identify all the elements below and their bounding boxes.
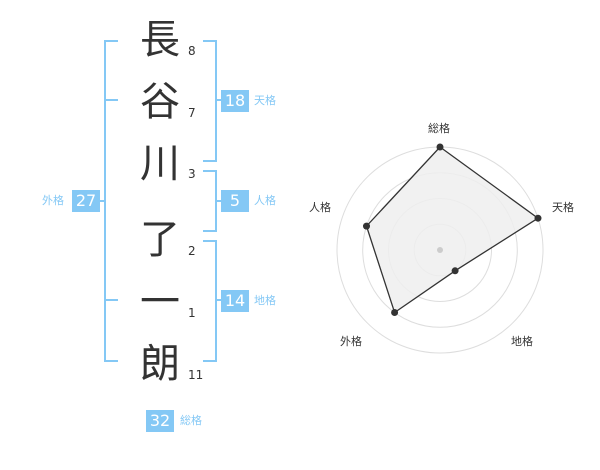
- stroke-count-2: 7: [188, 106, 196, 120]
- tenkaku-score: 18: [221, 90, 249, 112]
- radar-point-3: [451, 267, 459, 275]
- chikaku-connector: [217, 299, 221, 301]
- radar-axis-label-chikaku: 地格: [511, 335, 533, 348]
- name-char-1: 長: [140, 17, 180, 63]
- radar-axis-label-tenkaku: 天格: [552, 201, 574, 214]
- radar-axis-label-soukaku: 総格: [428, 122, 450, 135]
- gaikaku-connector: [99, 200, 106, 202]
- jinkaku-bracket: [203, 170, 217, 232]
- name-char-2: 谷: [140, 79, 180, 125]
- stroke-count-4: 2: [188, 244, 196, 258]
- tenkaku-connector: [217, 99, 221, 101]
- radar-point-4: [391, 309, 399, 316]
- gaikaku-score: 27: [72, 190, 100, 212]
- gaikaku-label: 外格: [42, 194, 64, 207]
- gaikaku-tick-bottom: [106, 299, 118, 301]
- name-char-4: 了: [140, 217, 180, 263]
- chikaku-label: 地格: [254, 294, 276, 307]
- soukaku-score: 32: [146, 410, 174, 432]
- stroke-count-6: 11: [188, 368, 204, 382]
- radar-polygon: [365, 146, 540, 314]
- name-char-5: 一: [140, 279, 180, 325]
- radar-point-1: [436, 143, 444, 151]
- radar-axis-label-gaikaku: 外格: [340, 335, 362, 348]
- soukaku-label: 総格: [180, 414, 202, 427]
- jinkaku-label: 人格: [254, 194, 276, 207]
- radar-center-dot: [437, 247, 443, 253]
- name-char-6: 朗: [140, 341, 180, 387]
- stroke-count-3: 3: [188, 167, 196, 181]
- tenkaku-bracket: [203, 40, 217, 162]
- radar-point-2: [534, 214, 542, 222]
- radar-points: [363, 143, 542, 316]
- stroke-count-1: 8: [188, 44, 196, 58]
- stroke-count-5: 1: [188, 306, 196, 320]
- jinkaku-score: 5: [221, 190, 249, 212]
- name-char-3: 川: [140, 141, 180, 187]
- gaikaku-tick-top: [106, 99, 118, 101]
- tenkaku-label: 天格: [254, 94, 276, 107]
- radar-point-5: [363, 222, 370, 230]
- jinkaku-connector: [217, 200, 221, 202]
- chikaku-bracket: [203, 240, 217, 362]
- radar-axis-label-jinkaku: 人格: [309, 201, 331, 214]
- chikaku-score: 14: [221, 290, 249, 312]
